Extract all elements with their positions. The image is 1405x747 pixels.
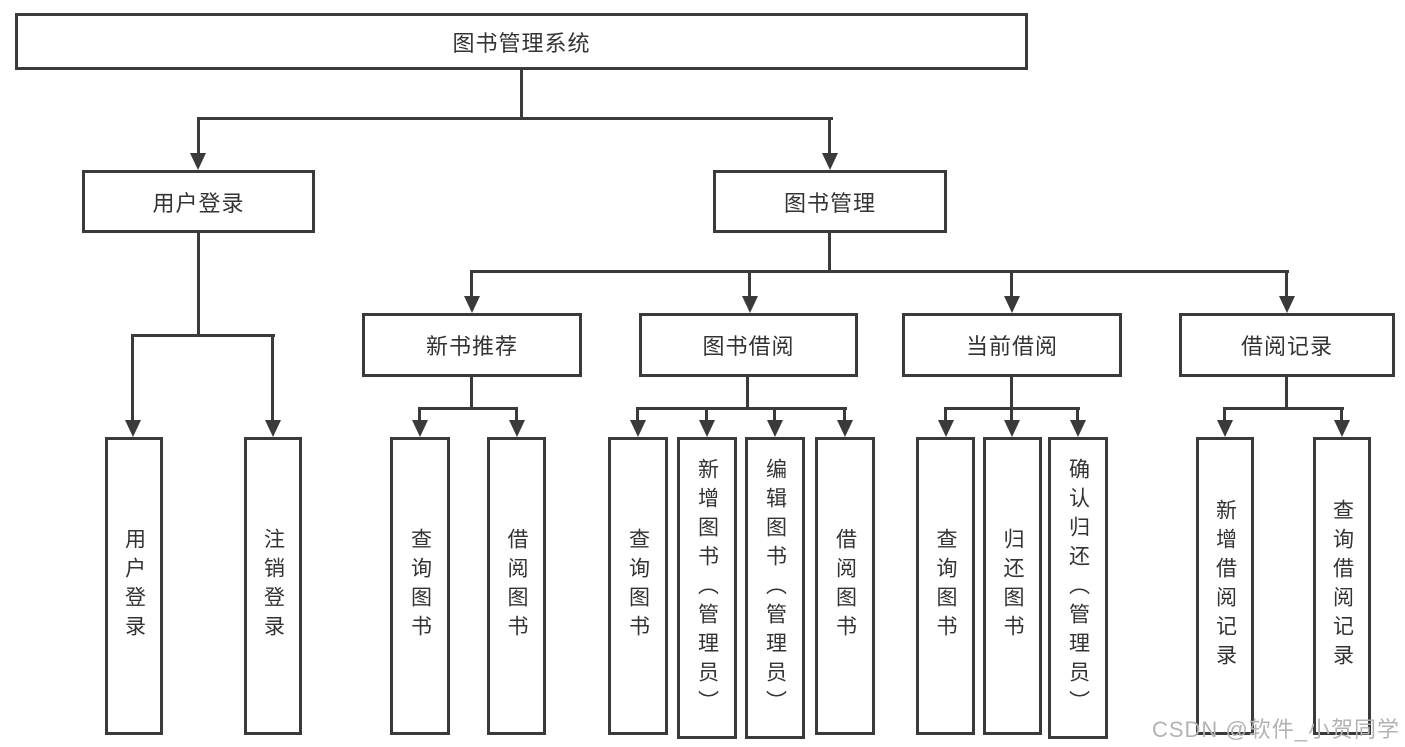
arrow-down-icon [699, 420, 715, 437]
node-user-login: 用户登录 [82, 170, 315, 233]
leaf-label: 新增借阅记录 [1213, 499, 1237, 673]
leaf-borrowing-add-books-admin: 新增图书（管理员） [677, 437, 737, 739]
connector-line [1010, 376, 1013, 410]
arrow-down-icon [509, 420, 525, 437]
arrow-down-icon [767, 420, 783, 437]
arrow-down-icon [1004, 420, 1020, 437]
connector-line [470, 270, 473, 298]
leaf-label: 确认归还（管理员） [1066, 457, 1090, 719]
connector-line [197, 117, 833, 120]
leaf-current-query-books: 查询图书 [916, 437, 975, 735]
node-library-management-system: 图书管理系统 [15, 13, 1028, 70]
connector-line [1076, 407, 1079, 421]
node-book-borrowing: 图书借阅 [639, 313, 858, 377]
leaf-label: 查询图书 [626, 528, 650, 644]
arrow-down-icon [822, 153, 838, 170]
connector-line [843, 407, 846, 421]
node-book-management: 图书管理 [713, 170, 947, 233]
connector-line [1223, 407, 1226, 421]
connector-line [705, 407, 708, 421]
leaf-borrowing-edit-books-admin: 编辑图书（管理员） [745, 437, 805, 739]
connector-line [520, 69, 523, 119]
leaf-user-login: 用户登录 [105, 437, 163, 735]
connector-line [131, 334, 134, 420]
connector-line [197, 232, 200, 336]
arrow-down-icon [742, 296, 758, 313]
node-label: 当前借阅 [965, 334, 1058, 359]
leaf-label: 用户登录 [122, 528, 146, 644]
leaf-label: 注销登录 [261, 528, 285, 644]
watermark: CSDN @软件_小贺同学 [1151, 717, 1400, 742]
arrow-down-icon [1070, 420, 1086, 437]
leaf-recommend-query-books: 查询图书 [390, 437, 450, 735]
leaf-borrowing-query-books: 查询图书 [608, 437, 668, 735]
node-label: 图书借阅 [702, 334, 795, 359]
leaf-current-return-books: 归还图书 [983, 437, 1042, 735]
connector-line [828, 232, 831, 272]
leaf-label: 新增图书（管理员） [695, 457, 719, 719]
connector-line [1285, 376, 1288, 410]
connector-line [748, 270, 751, 298]
connector-line [1010, 270, 1013, 298]
node-label: 用户登录 [152, 190, 245, 216]
node-current-borrowing: 当前借阅 [902, 313, 1122, 377]
connector-line [944, 407, 947, 421]
connector-line [271, 334, 274, 420]
connector-line [418, 407, 518, 410]
node-label: 借阅记录 [1240, 334, 1333, 359]
leaf-current-confirm-return-admin: 确认归还（管理员） [1048, 437, 1108, 739]
leaf-records-query-borrow-record: 查询借阅记录 [1313, 437, 1371, 735]
arrow-down-icon [190, 153, 206, 170]
connector-line [131, 334, 275, 337]
arrow-down-icon [464, 296, 480, 313]
connector-line [746, 376, 749, 410]
leaf-label: 查询借阅记录 [1330, 499, 1354, 673]
connector-line [418, 407, 421, 421]
leaf-borrowing-borrow-books: 借阅图书 [815, 437, 875, 735]
connector-line [470, 270, 1289, 273]
leaf-records-add-borrow-record: 新增借阅记录 [1196, 437, 1254, 735]
arrow-down-icon [837, 420, 853, 437]
arrow-down-icon [1004, 296, 1020, 313]
connector-line [470, 376, 473, 410]
arrow-down-icon [1217, 420, 1233, 437]
leaf-label: 归还图书 [1001, 528, 1024, 644]
arrow-down-icon [630, 420, 646, 437]
connector-line [1340, 407, 1343, 421]
connector-line [636, 407, 639, 421]
connector-line [1223, 407, 1344, 410]
connector-line [1010, 407, 1013, 421]
node-label: 图书管理 [783, 190, 876, 216]
connector-line [1285, 270, 1288, 298]
leaf-label: 查询图书 [408, 528, 432, 644]
connector-line [515, 407, 518, 421]
leaf-label: 编辑图书（管理员） [763, 457, 787, 719]
connector-line [636, 407, 847, 410]
connector-line [197, 117, 200, 155]
arrow-down-icon [938, 420, 954, 437]
arrow-down-icon [125, 420, 141, 437]
connector-line [828, 117, 831, 155]
node-borrowing-records: 借阅记录 [1179, 313, 1395, 377]
node-new-book-recommendation: 新书推荐 [362, 313, 582, 377]
arrow-down-icon [1334, 420, 1350, 437]
leaf-recommend-borrow-books: 借阅图书 [487, 437, 546, 735]
arrow-down-icon [412, 420, 428, 437]
connector-line [773, 407, 776, 421]
node-label: 图书管理系统 [452, 30, 591, 56]
arrow-down-icon [1279, 296, 1295, 313]
arrow-down-icon [265, 420, 281, 437]
leaf-label: 查询图书 [934, 528, 957, 644]
leaf-label: 借阅图书 [833, 528, 857, 644]
node-label: 新书推荐 [425, 334, 518, 359]
leaf-label: 借阅图书 [505, 528, 528, 644]
leaf-logout: 注销登录 [244, 437, 302, 735]
